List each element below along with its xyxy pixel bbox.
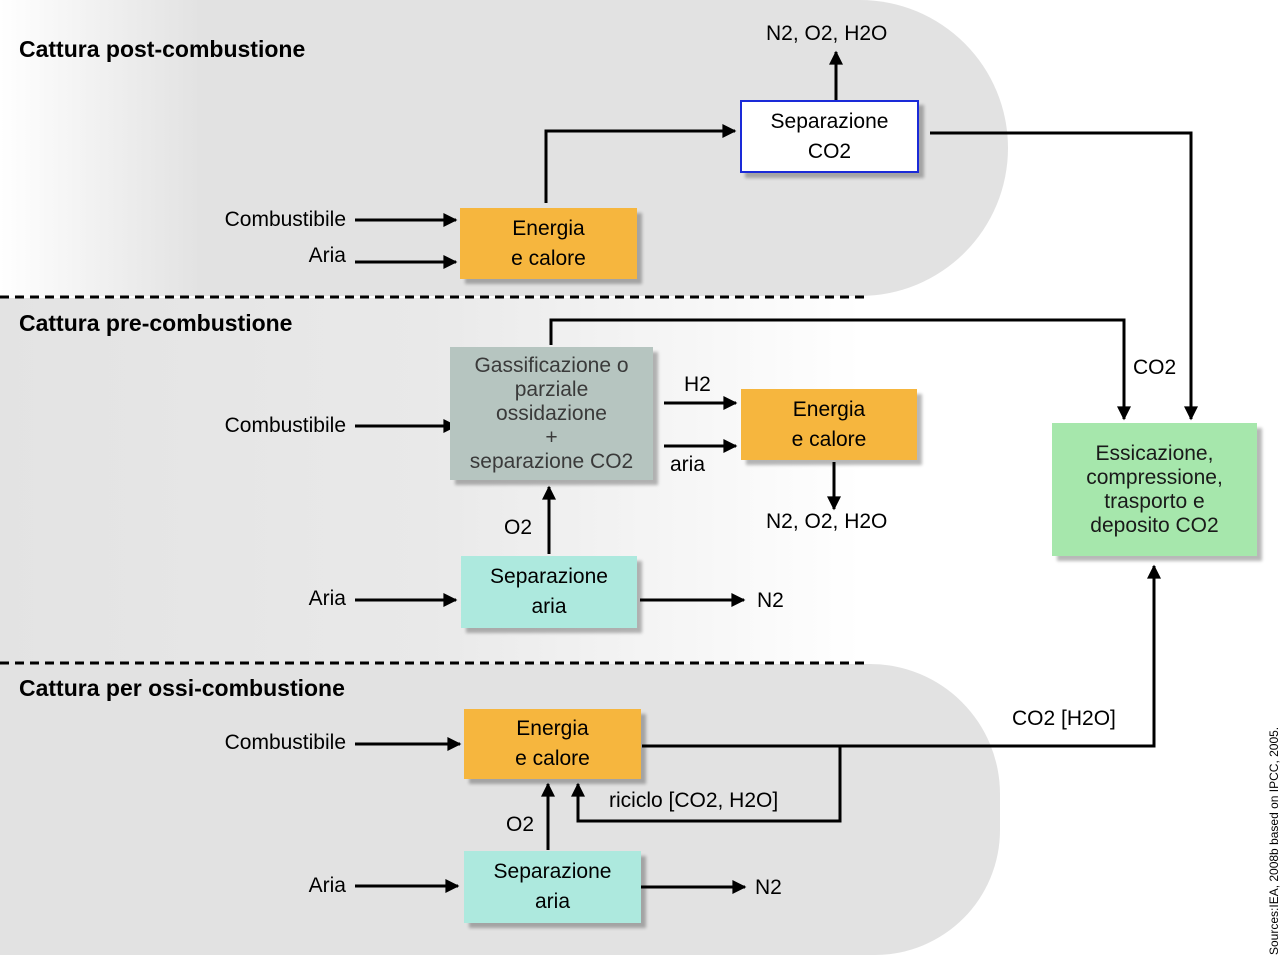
pre-energy-box: Energia e calore xyxy=(741,389,917,460)
pre-n2-label: N2 xyxy=(757,589,784,612)
oxy-combustion-title: Cattura per ossi-combustione xyxy=(19,675,345,701)
oxy-co2-to-storage-arrow xyxy=(642,564,1161,748)
oxy-combustion-section-bg xyxy=(0,664,1000,955)
pre-aria-label: aria xyxy=(670,453,706,476)
pre-air-label: Aria xyxy=(308,587,346,610)
post-separation-co2-box: Separazione CO2 xyxy=(740,100,919,173)
oxy-recycle-label: riciclo [CO2, H2O] xyxy=(609,789,779,812)
oxy-o2-label: O2 xyxy=(506,813,535,836)
pre-co2-to-storage-arrow xyxy=(549,318,1131,421)
post-exhaust-label: N2, O2, H2O xyxy=(766,22,888,45)
post-co2-to-storage-arrow xyxy=(930,131,1198,421)
oxy-recycle-arrow xyxy=(571,746,842,823)
storage-box: Essicazione, compressione, trasporto e d… xyxy=(1052,423,1257,556)
post-combustion-title: Cattura post-combustione xyxy=(19,36,306,62)
post-combustion-section-bg xyxy=(0,0,1008,296)
post-energy-to-separation-arrow xyxy=(544,124,737,203)
oxy-n2-label: N2 xyxy=(755,876,782,899)
post-energy-box: Energia e calore xyxy=(460,208,637,279)
pre-fuel-label: Combustibile xyxy=(224,414,346,437)
pre-h2-label: H2 xyxy=(684,373,711,396)
source-note: Sources:IEA, 2008b based on IPCC, 2005. xyxy=(1267,726,1280,955)
pre-combustion-section-bg xyxy=(0,298,862,664)
oxy-energy-box: Energia e calore xyxy=(464,709,641,779)
pre-combustion-title: Cattura pre-combustione xyxy=(19,310,293,336)
pre-air-separation-box: Separazione aria xyxy=(461,556,637,628)
oxy-fuel-label: Combustibile xyxy=(224,731,346,754)
post-fuel-label: Combustibile xyxy=(224,208,346,231)
pre-gasification-box: Gassificazione o parziale ossidazione + … xyxy=(450,347,653,480)
oxy-air-separation-box: Separazione aria xyxy=(464,851,641,923)
pre-co2-label: CO2 xyxy=(1133,356,1177,379)
post-air-label: Aria xyxy=(308,244,346,267)
oxy-co2-h2o-label: CO2 [H2O] xyxy=(1012,707,1116,730)
pre-exhaust-label: N2, O2, H2O xyxy=(766,510,888,533)
oxy-air-label: Aria xyxy=(308,874,346,897)
pre-o2-label: O2 xyxy=(504,516,533,539)
